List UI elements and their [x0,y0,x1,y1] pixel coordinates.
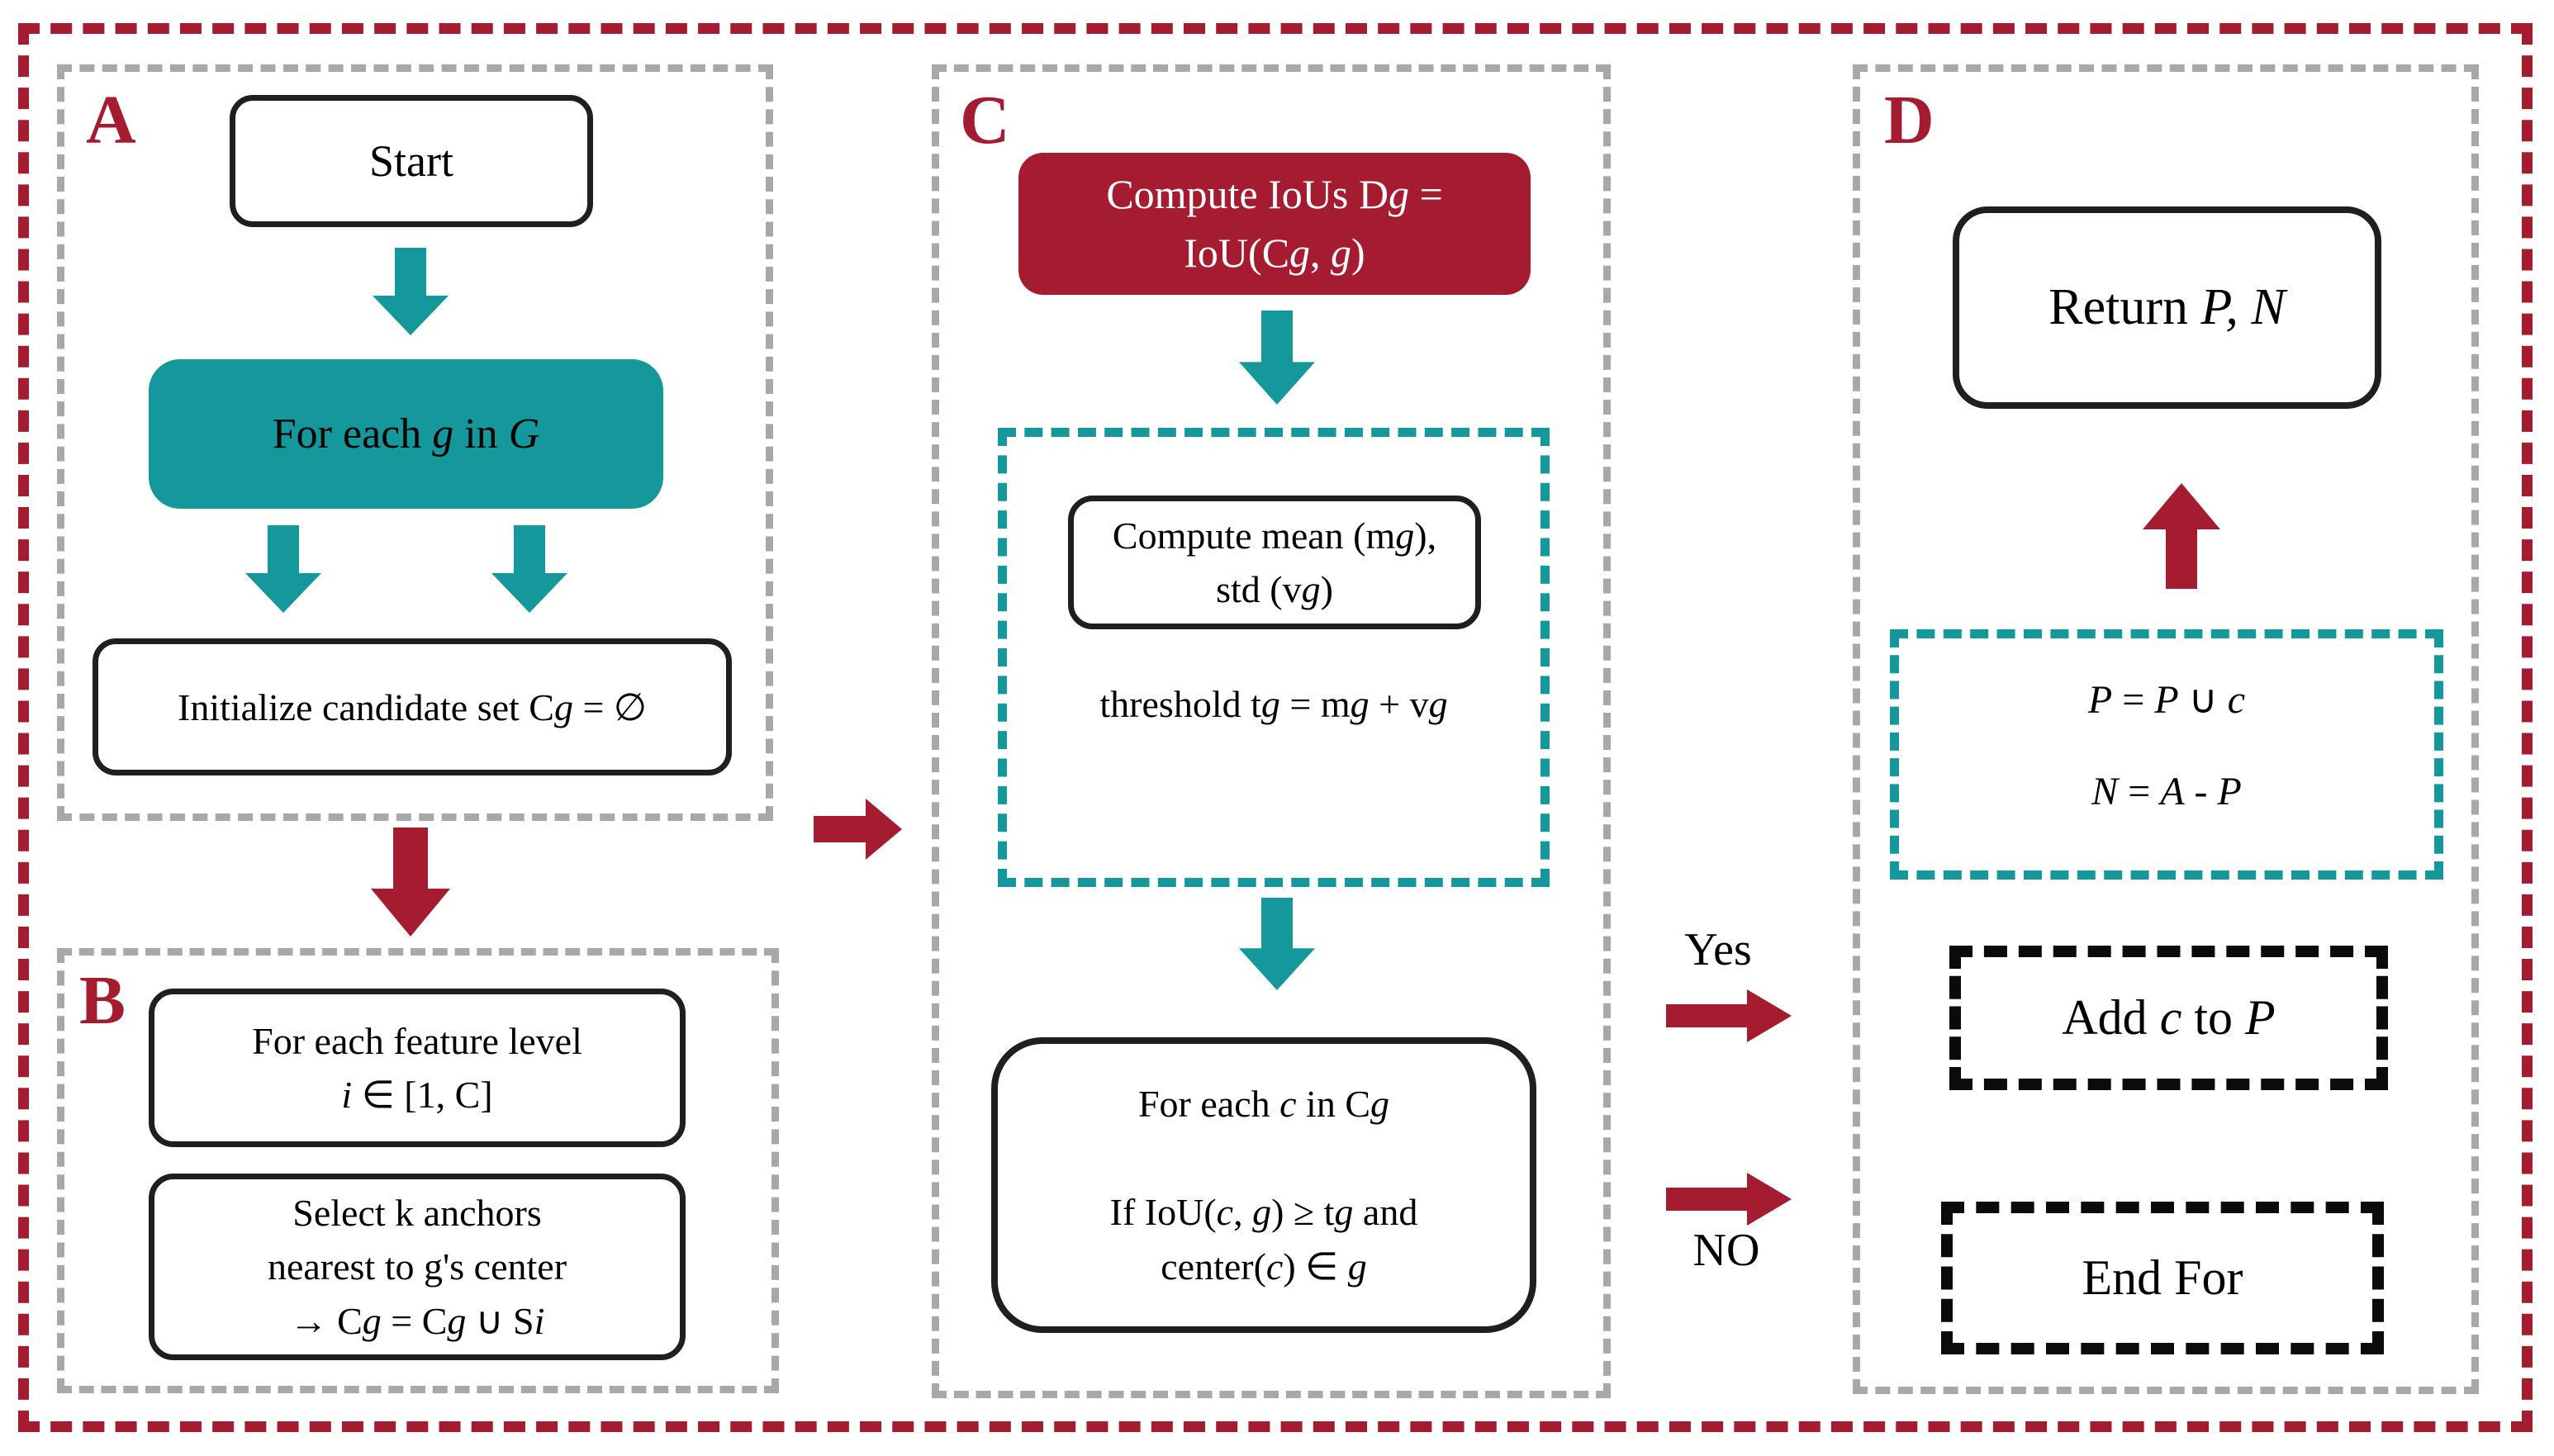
add-c-node: Add c to P [1949,946,2388,1090]
candidate-loop-line1: For each c in Cg [1137,1083,1390,1126]
init-candidate-text: Initialize candidate set Cg = ∅ [178,686,647,728]
update-line1: P = P ∪ c [1890,675,2443,724]
outer-frame [18,23,2533,1432]
no-label: NO [1692,1225,1760,1276]
section-d-label: D [1884,82,1934,159]
feature-level-line1: For each feature level [252,1019,582,1062]
section-c-label: C [960,82,1010,159]
update-group-box [1890,629,2443,880]
stats-group-box [998,428,1550,887]
compute-ious-line2: IoU(Cg, g) [1184,230,1365,276]
section-b-panel [57,948,779,1393]
arrow-down-icon [373,248,449,335]
candidate-loop-node: For each c in Cg If IoU(c, g) ≥ tg and c… [991,1037,1536,1333]
end-for-text: End For [2082,1250,2243,1305]
arrow-down-icon [491,525,567,613]
yes-label: Yes [1684,924,1752,975]
section-d-panel [1853,64,2479,1394]
update-n-formula: N = A - P [2091,769,2242,813]
compute-ious-node: Compute IoUs Dg = IoU(Cg, g) [1018,153,1531,295]
add-c-text: Add c to P [2062,990,2276,1045]
section-a-panel [57,64,773,821]
end-for-node: End For [1941,1202,2384,1354]
update-line2: N = A - P [1890,766,2443,816]
arrow-right-icon [1666,989,1792,1042]
init-candidate-node: Initialize candidate set Cg = ∅ [93,638,732,775]
select-anchors-node: Select k anchors nearest to g's center →… [149,1174,686,1360]
arrow-up-icon [2143,483,2220,589]
candidate-loop-line2: If IoU(c, g) ≥ tg and [1109,1191,1418,1234]
arrow-down-icon [1239,898,1315,990]
return-node: Return P, N [1953,206,2381,409]
select-anchors-line3: → Cg = Cg ∪ Si [289,1299,545,1342]
mean-std-node: Compute mean (mg), std (vg) [1068,496,1481,629]
candidate-loop-line3: center(c) ∈ g [1161,1245,1367,1288]
threshold-formula: threshold tg = mg + vg [1099,682,1448,725]
section-b-label: B [79,962,126,1039]
arrow-right-icon [814,799,902,860]
return-text: Return P, N [2048,279,2286,335]
foreach-g-node: For each g in G [149,359,663,509]
compute-ious-line1: Compute IoUs Dg = [1106,171,1443,217]
mean-std-line2: std (vg) [1216,568,1333,610]
section-a-label: A [86,82,136,159]
start-node: Start [230,95,593,227]
arrow-down-icon [245,525,321,613]
section-c-panel [932,64,1611,1398]
start-node-text: Start [369,136,453,186]
feature-level-line2: i ∈ [1, C] [341,1074,493,1116]
select-anchors-line2: nearest to g's center [267,1245,567,1288]
arrow-down-icon [371,828,450,937]
foreach-g-text: For each g in G [272,410,540,458]
select-anchors-line1: Select k anchors [292,1192,542,1235]
update-p-formula: P = P ∪ c [2087,678,2246,722]
mean-std-line1: Compute mean (mg), [1112,514,1437,557]
threshold-text: threshold tg = mg + vg [998,679,1550,728]
arrow-right-icon [1666,1173,1792,1226]
feature-level-node: For each feature level i ∈ [1, C] [149,989,686,1147]
arrow-down-icon [1239,311,1315,405]
